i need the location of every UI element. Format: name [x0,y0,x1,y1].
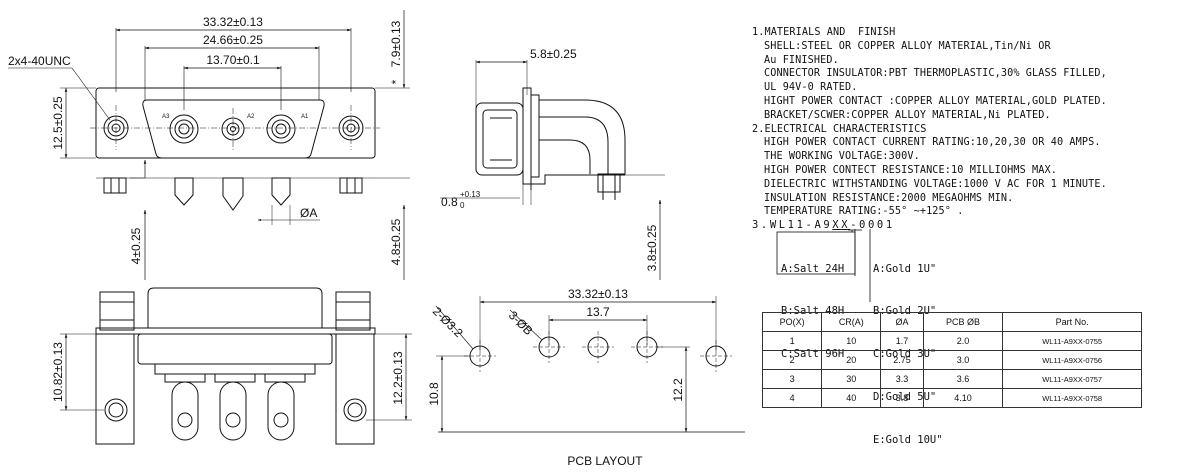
table-cell: 3 [761,369,823,389]
table-cell: 2.75 [880,350,924,370]
note-2-line: HIGH POWER CONTACT CURRENT RATING:10,20,… [764,137,1101,149]
table-cell: 3.6 [922,369,1004,389]
front-dim-right: 7.9±0.13 [389,20,403,67]
note-1-head: 1.MATERIALS AND FINISH [752,27,896,38]
pcb-dim-right-height: 12.2 [671,378,685,402]
table-cell: 1 [761,331,823,351]
note-2-line: THE WORKING VOLTAGE:300V. [764,151,920,163]
table-row: 4 40 3.8 4.10 WL11-A9XX-0758 [761,388,1142,408]
front-dim-leg-right: 4.8±0.25 [389,218,403,265]
table-header: ØA [880,312,924,332]
front-view [8,10,410,280]
thread-label: 2x4-40UNC [8,54,71,68]
notes-block: 1.MATERIALS AND FINISH SHELL:STEEL OR CO… [752,26,1172,219]
bottom-dim-left: 10.82±0.13 [51,342,65,402]
table-cell: 4 [761,388,823,408]
pcb-dim-contact-hole: 3-ØB [506,308,536,338]
part-number-x2: X [841,219,851,231]
note-2-line: INSULATION RESISTANCE:2000 MEGAOHMS MIN. [764,192,1014,204]
table-cell: WL11-A9XX-0758 [1002,388,1142,408]
contact-label-a1: A1 [301,114,309,120]
table-header: Part No. [1002,312,1142,332]
side-dim-pin: 0.8 [441,195,458,209]
note-1-line: Au FINISHED. [764,54,839,66]
front-dim-right-star: * [389,79,403,84]
side-view [440,60,665,280]
front-dim-inner: 13.70±0.1 [206,53,260,67]
table-header-row: PO(X) CR(A) ØA PCB ØB Part No. [761,312,1142,332]
dia-a-label: ØA [300,206,317,220]
table-header: PCB ØB [922,312,1004,332]
note-2-line: TEMPERATURE RATING:-55° ~+125° . [764,206,964,218]
table-cell: 2 [761,350,823,370]
table-cell: 4.10 [922,388,1004,408]
part-number-code: 3.WL11-A9XX-0001 [752,219,895,231]
table-cell: 2.0 [922,331,1004,351]
bottom-dim-right: 12.2±0.13 [391,351,405,405]
pcb-layout-title: PCB LAYOUT [567,454,643,468]
table-row: 2 20 2.75 3.0 WL11-A9XX-0756 [761,350,1142,370]
front-dim-overall: 33.32±0.13 [203,15,263,29]
table-cell: 20 [821,350,882,370]
side-dim-top: 5.8±0.25 [530,47,577,61]
note-2-head: 2.ELECTRICAL CHARACTERISTICS [752,123,927,135]
table-header: CR(A) [821,312,882,332]
part-number-leaders [776,229,871,302]
pcb-dim-left-height: 10.8 [427,382,441,406]
bottom-view [60,287,412,445]
pcb-dim-mount-hole: 2-Ø3.2 [430,304,466,340]
note-1-line: CONNECTOR INSULATOR:PBT THERMOPLASTIC,30… [764,68,1107,80]
table-cell: 3.3 [880,369,924,389]
front-dim-mid: 24.66±0.25 [203,33,263,47]
table-cell: 1.7 [880,331,924,351]
parts-table: PO(X) CR(A) ØA PCB ØB Part No. 1 10 1.7 … [761,312,1142,408]
part-number-x1: X [832,219,842,231]
note-2-line: HIGH POWER CONTECT RESISTANCE:10 MILLIOH… [764,164,1057,176]
table-cell: 30 [821,369,882,389]
table-cell: 10 [821,331,882,351]
table-header: PO(X) [761,312,823,332]
front-dim-leg-left: 4±0.25 [129,227,143,264]
table-cell: WL11-A9XX-0755 [1002,331,1142,351]
table-cell: 3.8 [880,388,924,408]
gold-option: E:Gold 10U" [873,434,943,447]
note-1-line: HIGHT POWER CONTACT :COPPER ALLOY MATERI… [764,95,1107,107]
side-dim-pin-tol-upper: +0.13 [460,190,481,199]
note-1-line: SHELL:STEEL OR COPPER ALLOY MATERIAL,Tin… [764,40,1051,52]
contact-label-a3: A3 [162,114,170,120]
pcb-dim-inner: 13.7 [586,305,610,319]
side-dim-right: 3.8±0.25 [645,224,659,271]
gold-option: A:Gold 1U" [873,262,937,275]
side-dim-pin-tol-lower: 0 [460,201,465,210]
note-2-line: DIELECTRIC WITHSTANDING VOLTAGE:1000 V A… [764,178,1107,190]
salt-option: A:Salt 24H [781,262,845,275]
pcb-dim-overall: 33.32±0.13 [568,287,628,301]
table-row: 1 10 1.7 2.0 WL11-A9XX-0755 [761,331,1142,351]
table-cell: 40 [821,388,882,408]
table-cell: WL11-A9XX-0757 [1002,369,1142,389]
note-1-line: BRACKET/SCWER:COPPER ALLOY MATERIAL,Ni P… [764,109,1051,121]
table-row: 3 30 3.3 3.6 WL11-A9XX-0757 [761,369,1142,389]
note-1-line: UL 94V-0 RATED. [764,82,858,94]
table-cell: 3.0 [922,350,1004,370]
table-cell: WL11-A9XX-0756 [1002,350,1142,370]
pcb-layout [435,296,745,433]
front-dim-height: 12.5±0.25 [51,96,65,150]
contact-label-a2: A2 [247,114,255,120]
